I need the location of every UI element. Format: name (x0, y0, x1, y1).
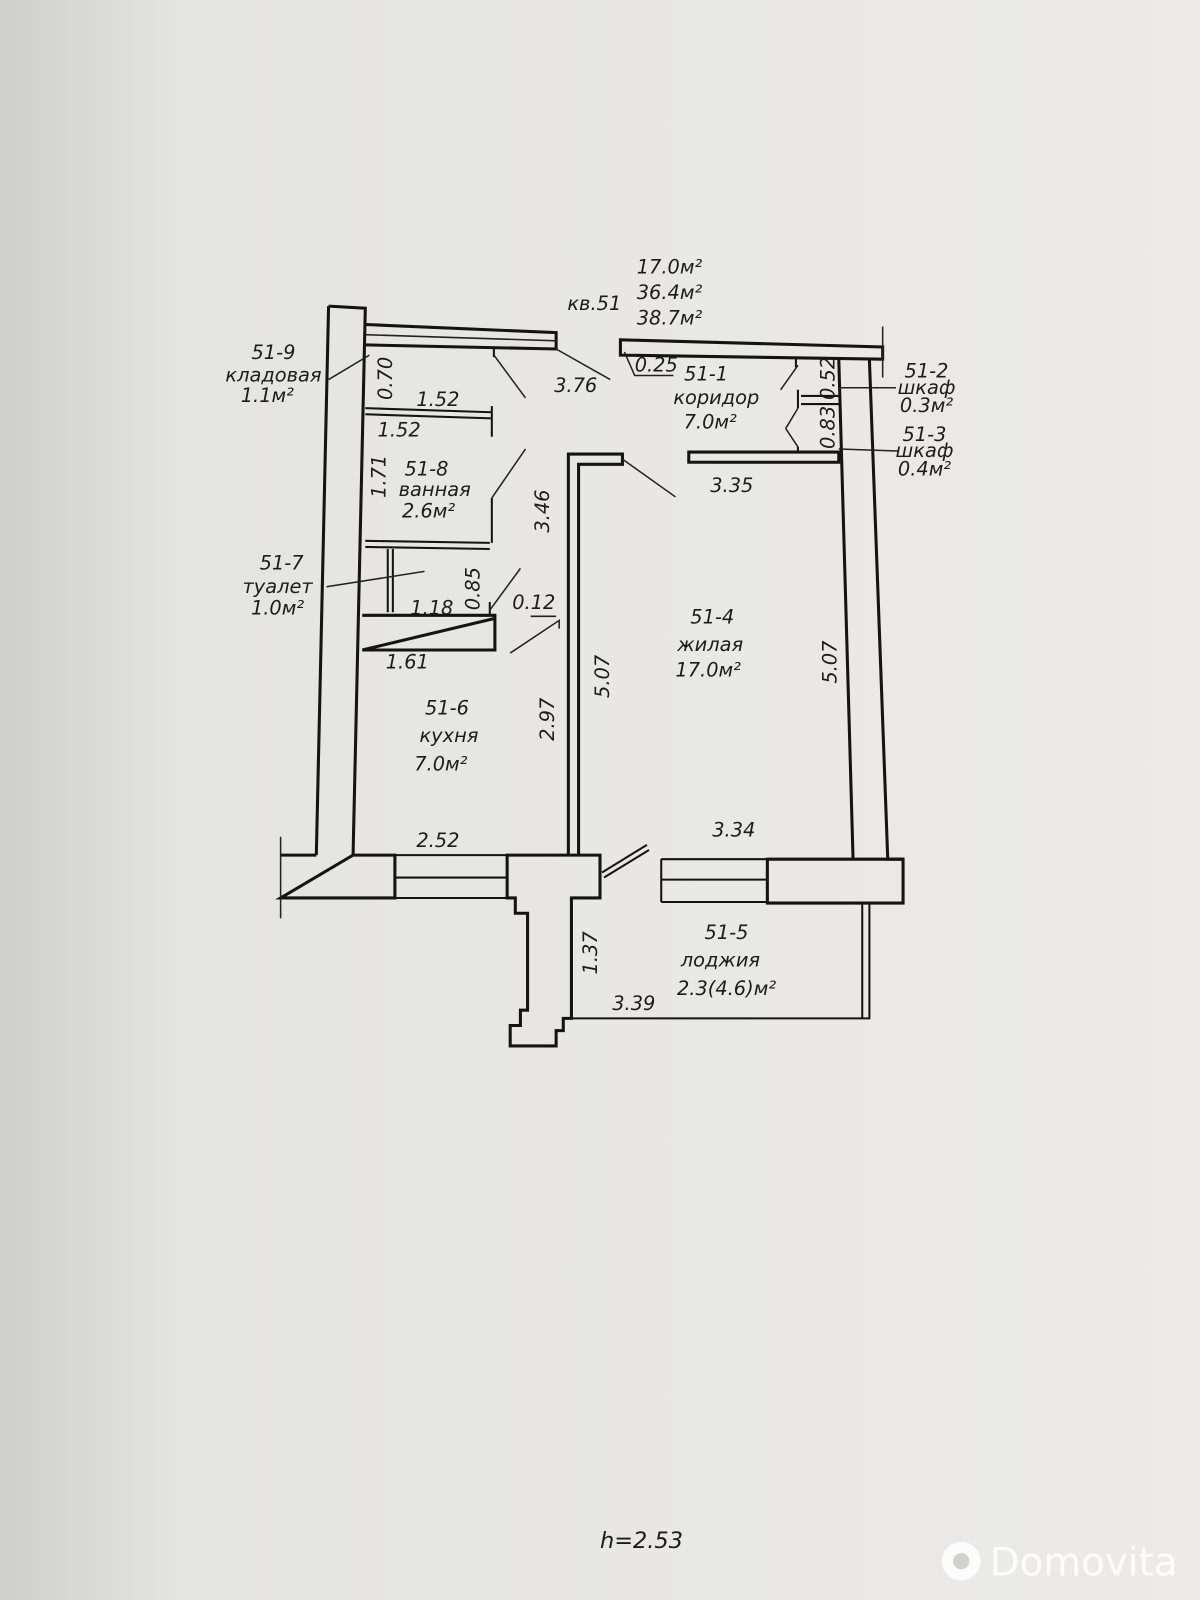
room-id: 51-7 (260, 551, 305, 574)
room-id: 51-6 (425, 696, 469, 719)
walls (275, 304, 905, 1048)
dimension: 1.61 (386, 650, 429, 673)
room-area: 7.0м² (684, 411, 737, 434)
dimension: 0.85 (462, 567, 485, 610)
room-id: 51-3 (902, 423, 946, 446)
dimension: 1.52 (378, 419, 421, 442)
watermark: Domovita (941, 1541, 1178, 1586)
room-name: коридор (673, 386, 759, 409)
room-area: 1.0м² (251, 596, 304, 619)
room-name: шкаф (898, 376, 956, 399)
dimension-labels: 0.70 1.52 1.52 3.76 0.25 0.52 0.83 3.35 … (368, 353, 842, 1015)
room-area: 2.3(4.6)м² (677, 977, 776, 1000)
dimension: 3.46 (531, 490, 554, 533)
dimension: 5.07 (819, 640, 842, 684)
apartment-label: кв.51 (567, 292, 621, 315)
room-name: кухня (419, 724, 478, 747)
dimension: 0.12 (512, 591, 555, 614)
dimension: 3.39 (612, 992, 655, 1015)
total-area: 36.4м² (637, 281, 703, 304)
room-name: шкаф (896, 439, 954, 462)
room-area: 7.0м² (414, 752, 467, 775)
room-area: 2.6м² (402, 499, 455, 522)
room-name: ванная (399, 478, 471, 501)
room-id: 51-4 (690, 605, 734, 628)
dimension: 1.18 (410, 596, 453, 619)
dimension: 2.52 (416, 829, 459, 852)
room-labels: 51-9 кладовая 1.1м² 51-1 коридор 7.0м² 5… (225, 341, 955, 1000)
dimension: 2.97 (536, 697, 559, 741)
room-area: 1.1м² (241, 384, 294, 407)
dimension: 3.35 (710, 474, 753, 497)
dimension: 1.37 (579, 931, 602, 975)
room-area: 17.0м² (675, 659, 741, 682)
dimension: 5.07 (591, 654, 614, 698)
dimension: 1.52 (416, 388, 459, 411)
living-area-total: 17.0м² (637, 255, 703, 278)
watermark-logo-icon-inner (953, 1553, 970, 1570)
room-id: 51-8 (405, 458, 449, 481)
room-name: кладовая (225, 364, 322, 387)
dimension: 0.52 (817, 357, 840, 400)
dimension: 1.71 (368, 455, 391, 498)
apartment-summary: кв.51 17.0м² 36.4м² 38.7м² (567, 255, 702, 329)
room-name: жилая (676, 633, 743, 656)
dimension: 0.70 (374, 357, 397, 400)
room-id: 51-5 (705, 921, 749, 944)
dimension: 3.76 (554, 374, 597, 397)
dimension: 3.34 (712, 819, 755, 842)
room-name: туалет (242, 575, 313, 598)
room-area: 0.4м² (898, 458, 951, 481)
watermark-text: Domovita (990, 1541, 1178, 1586)
dimension: 0.25 (635, 353, 678, 376)
total-area-with-loggia: 38.7м² (637, 306, 703, 329)
ceiling-height: h=2.53 (600, 1528, 683, 1554)
room-id: 51-2 (905, 360, 949, 383)
room-name: лоджия (680, 948, 761, 971)
dimension: 0.83 (817, 406, 840, 449)
room-id: 51-9 (251, 341, 295, 364)
room-id: 51-1 (684, 363, 728, 386)
room-area: 0.3м² (900, 394, 953, 417)
